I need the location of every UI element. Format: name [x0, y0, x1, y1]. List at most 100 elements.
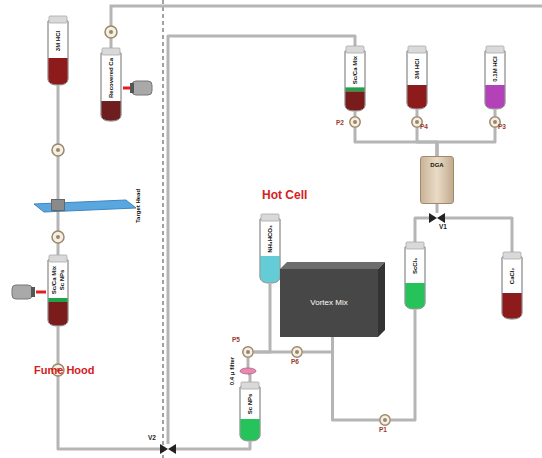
- vial-cap: [346, 46, 364, 53]
- pump-label: P4: [420, 124, 428, 131]
- pump-body: [350, 117, 360, 127]
- pump-body: [243, 347, 253, 357]
- vial-cap: [406, 242, 424, 249]
- valve-label: V2: [148, 435, 156, 442]
- tube-connector: [247, 358, 250, 368]
- vial-outline: [260, 219, 280, 283]
- vial-liquid: [47, 58, 69, 86]
- pump-rotor: [295, 350, 299, 354]
- vial-liquid: [47, 302, 69, 327]
- tube-connector: [445, 218, 512, 252]
- vial-liquid: [404, 283, 426, 310]
- sample-vial: Sc/Ca Mix: [344, 46, 366, 112]
- pump-label: P3: [498, 124, 506, 131]
- filter-body: [240, 368, 256, 374]
- vial-body: [240, 387, 260, 441]
- vial-outline: [502, 257, 522, 319]
- filter-disc: 0.4 μ filter: [240, 368, 256, 374]
- vial-cap: [261, 214, 279, 221]
- vial-label: 3M HCl: [414, 59, 420, 79]
- sample-vial: Sc/Ca MixSc NPs: [47, 255, 69, 327]
- pump-symbol: [379, 414, 391, 426]
- tube-connector: [415, 218, 429, 242]
- target-head: Target Head: [51, 199, 65, 211]
- vial-outline: [345, 51, 365, 111]
- detector-camera: [123, 81, 152, 95]
- vial-outline: [407, 51, 427, 109]
- pump-body: [380, 415, 390, 425]
- vial-outline: [405, 247, 425, 309]
- vial-label: Sc NPs: [59, 270, 65, 291]
- vial-cap: [49, 255, 67, 262]
- vial-body: [48, 21, 68, 85]
- vial-body: [407, 51, 427, 109]
- tube-connector: [57, 86, 60, 199]
- valve-half: [160, 444, 168, 454]
- tube-connector: [437, 128, 495, 156]
- sample-vial: CaCl₂: [501, 252, 523, 320]
- mixer-side: [378, 262, 385, 337]
- vial-body: [345, 51, 365, 111]
- tube-connector: [416, 110, 419, 116]
- sample-vial: ScCl₃: [404, 242, 426, 310]
- vial-outline: [240, 387, 260, 441]
- sample-vial: Sc NPs: [239, 382, 261, 442]
- vial-body: [502, 257, 522, 319]
- target-label: Target Head: [135, 189, 141, 223]
- vial-label: Sc/Ca Mix: [51, 266, 57, 294]
- vial-drawing: [47, 255, 69, 327]
- liquid-band: [344, 87, 366, 91]
- vial-label: Sc NPs: [247, 394, 253, 415]
- valve-half: [429, 213, 437, 223]
- valve-half: [168, 444, 176, 454]
- vial-body: [485, 51, 505, 109]
- region-label: Hot Cell: [262, 188, 307, 202]
- dga-column: DGA: [420, 156, 454, 204]
- valve-label: V1: [439, 224, 447, 231]
- pump-label: P1: [379, 427, 387, 434]
- pump-symbol: [349, 116, 361, 128]
- tube-connector: [248, 374, 250, 382]
- tube-connector: [303, 337, 333, 352]
- mixer-top: [280, 262, 385, 269]
- tube-connector: [58, 327, 160, 449]
- vial-label: 3M HCl: [55, 30, 61, 50]
- sample-vial: 0.1M HCl: [484, 46, 506, 110]
- valve-half: [437, 213, 445, 223]
- divider-line: [163, 0, 164, 458]
- vial-label: Recovered Ca: [108, 58, 114, 98]
- mixer-front: [280, 269, 378, 337]
- vial-cap: [486, 46, 504, 53]
- sample-vial: 3M HCl: [47, 16, 69, 86]
- pump-node: P3: [489, 116, 501, 128]
- tube-line: [111, 6, 542, 48]
- pump-node: P1: [379, 414, 391, 426]
- vial-cap: [503, 252, 521, 259]
- mixer-label: Vortex Mix: [310, 299, 347, 307]
- pump-node: P5: [242, 346, 254, 358]
- vial-liquid: [484, 85, 506, 110]
- vial-label: CaCl₂: [509, 268, 515, 284]
- vial-label: NH₄HCO₃: [267, 225, 273, 253]
- vial-body: [260, 219, 280, 283]
- sample-vial: Recovered Ca: [100, 48, 122, 122]
- pump-symbol: [242, 346, 254, 358]
- vial-liquid: [501, 293, 523, 320]
- tube-connector: [254, 284, 270, 352]
- pump-label: P6: [291, 359, 299, 366]
- vial-outline: [485, 51, 505, 109]
- valve-node: V1: [429, 213, 445, 223]
- pump-rotor: [493, 120, 497, 124]
- valve-symbol: [160, 444, 176, 454]
- filter-label: 0.4 μ filter: [229, 357, 235, 385]
- tube-connector: [494, 110, 497, 116]
- vial-label: Sc/Ca Mix: [352, 56, 358, 84]
- target-plate: [34, 200, 136, 212]
- filter-symbol: [240, 368, 256, 374]
- vial-label: ScCl₃: [412, 258, 418, 274]
- column-label: DGA: [430, 162, 443, 168]
- pump-body: [292, 347, 302, 357]
- pump-symbol: [291, 346, 303, 358]
- vial-liquid: [406, 85, 428, 110]
